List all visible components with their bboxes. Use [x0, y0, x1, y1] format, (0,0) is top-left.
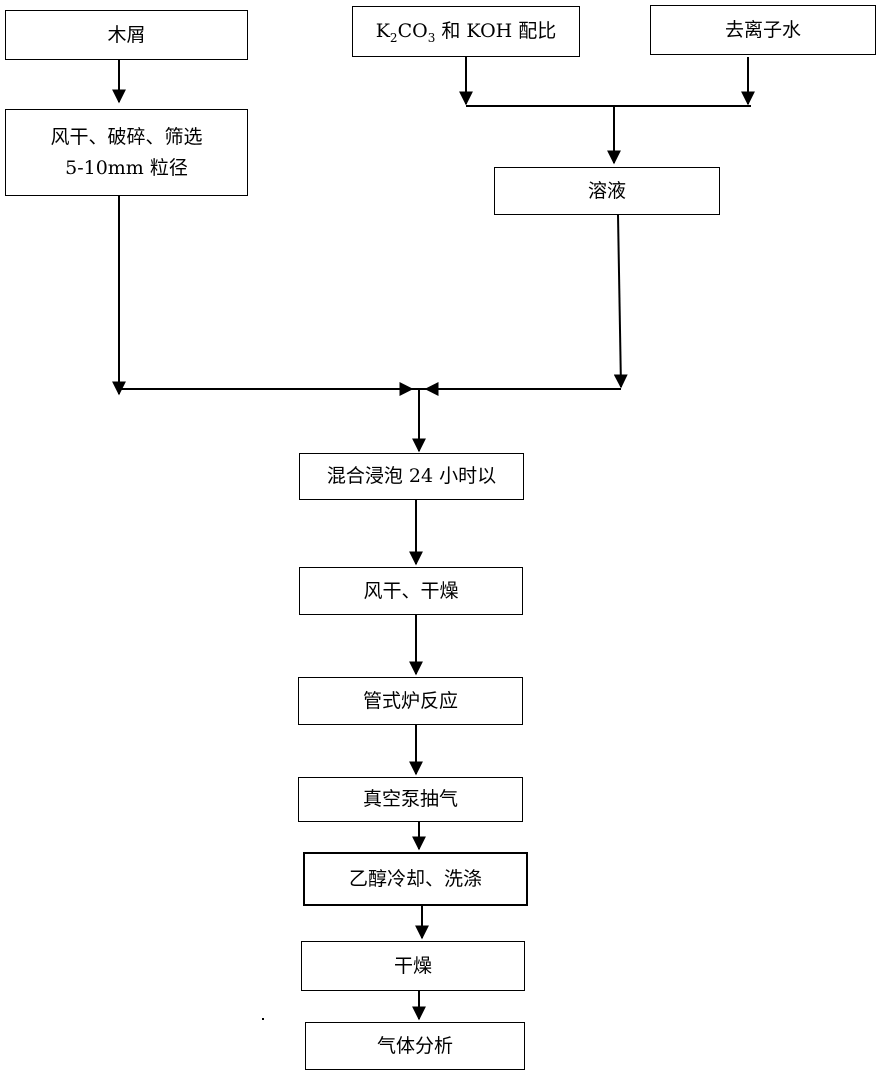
node-furnace-label: 管式炉反应 [363, 686, 458, 716]
node-sawdust-label: 木屑 [107, 20, 145, 50]
node-soak-label: 混合浸泡 24 小时以 [327, 461, 496, 491]
node-solution-label: 溶液 [588, 176, 626, 206]
node-pretreat: 风干、破碎、筛选 5-10mm 粒径 [5, 109, 248, 196]
stray-dot [262, 1018, 264, 1020]
node-vacuum-label: 真空泵抽气 [363, 784, 458, 814]
node-soak: 混合浸泡 24 小时以 [299, 453, 524, 500]
node-furnace: 管式炉反应 [298, 677, 523, 725]
node-sawdust: 木屑 [5, 10, 248, 60]
node-ethanol-label: 乙醇冷却、洗涤 [349, 864, 482, 894]
node-dry2-label: 干燥 [394, 951, 432, 981]
node-water: 去离子水 [650, 5, 876, 55]
node-ethanol: 乙醇冷却、洗涤 [303, 852, 528, 906]
node-dry2: 干燥 [301, 941, 525, 991]
node-solution: 溶液 [494, 167, 720, 215]
node-pretreat-line2: 5-10mm 粒径 [65, 153, 188, 183]
node-pretreat-line1: 风干、破碎、筛选 [50, 122, 202, 152]
node-reagent-label: K2CO3 和 KOH 配比 [376, 16, 557, 48]
arrow-solution-down [618, 215, 621, 387]
node-dry1-label: 风干、干燥 [363, 576, 458, 606]
node-water-label: 去离子水 [725, 15, 801, 45]
node-reagent: K2CO3 和 KOH 配比 [352, 6, 580, 57]
node-gas: 气体分析 [305, 1022, 525, 1070]
node-gas-label: 气体分析 [377, 1031, 453, 1061]
node-vacuum: 真空泵抽气 [298, 777, 523, 822]
node-dry1: 风干、干燥 [299, 567, 523, 615]
